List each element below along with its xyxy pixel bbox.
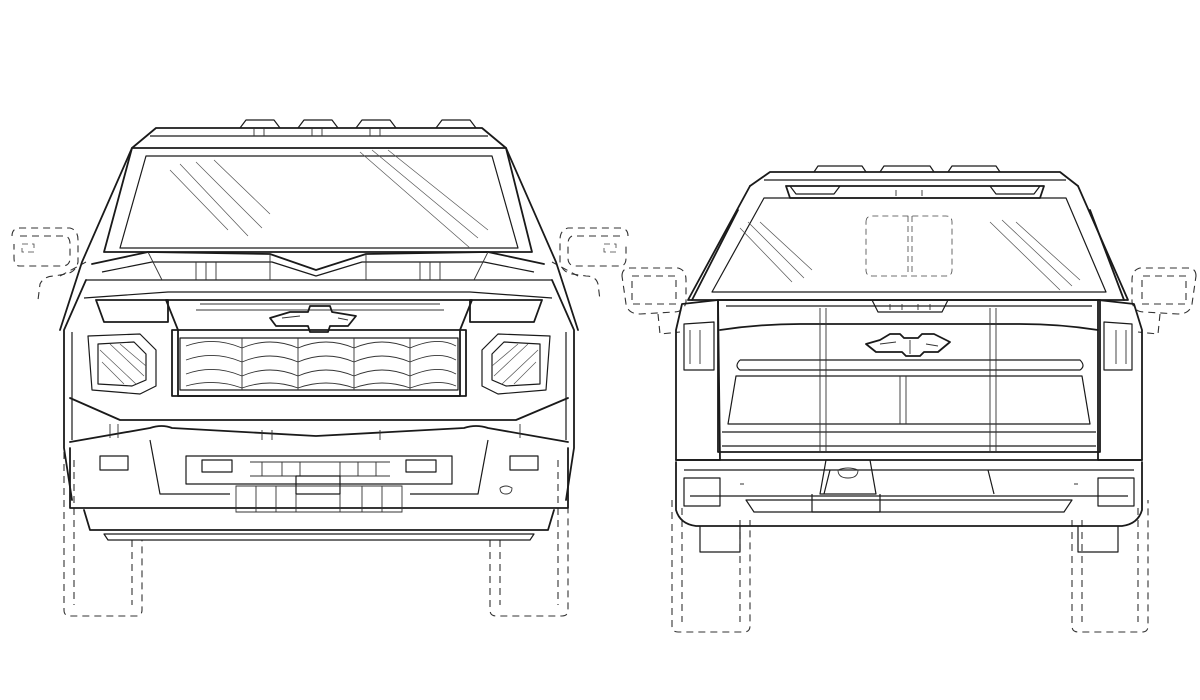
rear-view-emblem <box>865 333 951 357</box>
front-view-wheel-left <box>63 452 143 617</box>
rear-view-wheel-right <box>1071 500 1149 633</box>
front-view-air-dam <box>83 509 555 541</box>
rear-view <box>621 165 1197 633</box>
front-view-mirror-right <box>551 227 629 301</box>
rear-view-wheel-left <box>671 500 751 633</box>
front-view-windshield <box>59 147 579 331</box>
front-view-wheel-right <box>489 452 569 617</box>
front-view-roof <box>131 119 507 149</box>
front-view <box>11 119 629 617</box>
rear-view-mirror-right <box>1131 267 1197 335</box>
front-view-emblem <box>269 305 357 333</box>
rear-view-taillight-right <box>1097 299 1143 461</box>
front-view-body-sides <box>63 279 575 501</box>
rear-view-tailgate <box>717 299 1101 453</box>
front-view-grille <box>165 299 473 397</box>
rear-view-roof <box>749 165 1079 199</box>
front-view-bumper <box>69 397 569 513</box>
rear-view-rear-window <box>687 185 1129 301</box>
rear-view-taillight-left <box>675 299 721 461</box>
rear-view-mirror-left <box>621 267 687 335</box>
front-view-mirror-left <box>11 227 87 301</box>
front-view-hood <box>83 251 553 299</box>
front-view-headlight-right <box>469 299 551 395</box>
rear-view-bumper <box>675 459 1143 553</box>
front-view-headlight-left <box>87 299 169 395</box>
